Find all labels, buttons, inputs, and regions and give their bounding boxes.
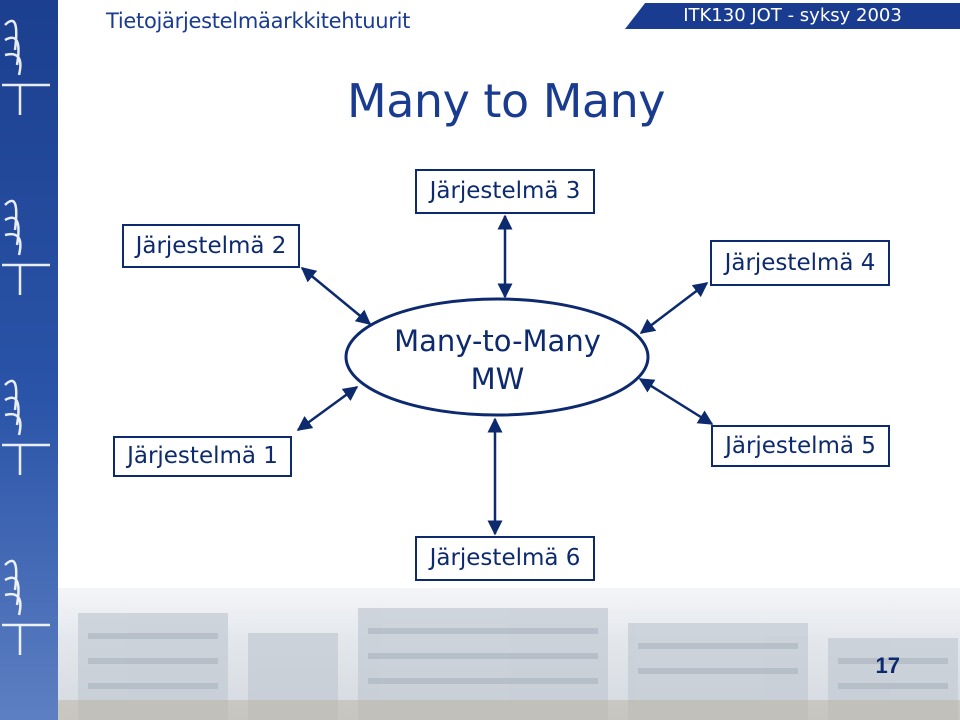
course-title: Tietojärjestelmäarkkitehtuurit (106, 9, 411, 33)
system-4-box: Järjestelmä 4 (710, 240, 890, 286)
middleware-hub (344, 297, 650, 417)
system-6-box: Järjestelmä 6 (415, 536, 595, 581)
middleware-label: Many-to-Many MW (345, 322, 650, 398)
connector-system-5 (638, 377, 714, 426)
middleware-label-line2: MW (470, 362, 525, 396)
connector-system-4 (639, 282, 709, 334)
system-5-box: Järjestelmä 5 (711, 425, 890, 467)
page-number: 17 (875, 653, 900, 678)
campus-illustration (58, 608, 960, 720)
slide-title: Many to Many (347, 74, 665, 128)
middleware-label-line1: Many-to-Many (394, 324, 601, 358)
campus-building-image (58, 588, 960, 720)
system-3-box: Järjestelmä 3 (415, 169, 595, 214)
connector-system-2 (300, 267, 372, 325)
course-code-banner: ITK130 JOT - syksy 2003 (625, 3, 960, 29)
system-2-box: Järjestelmä 2 (122, 224, 300, 268)
system-1-box: Järjestelmä 1 (113, 436, 292, 477)
connector-system-1 (296, 385, 359, 432)
sidebar-logo-strip (0, 0, 58, 720)
university-logo-pattern (2, 19, 50, 655)
